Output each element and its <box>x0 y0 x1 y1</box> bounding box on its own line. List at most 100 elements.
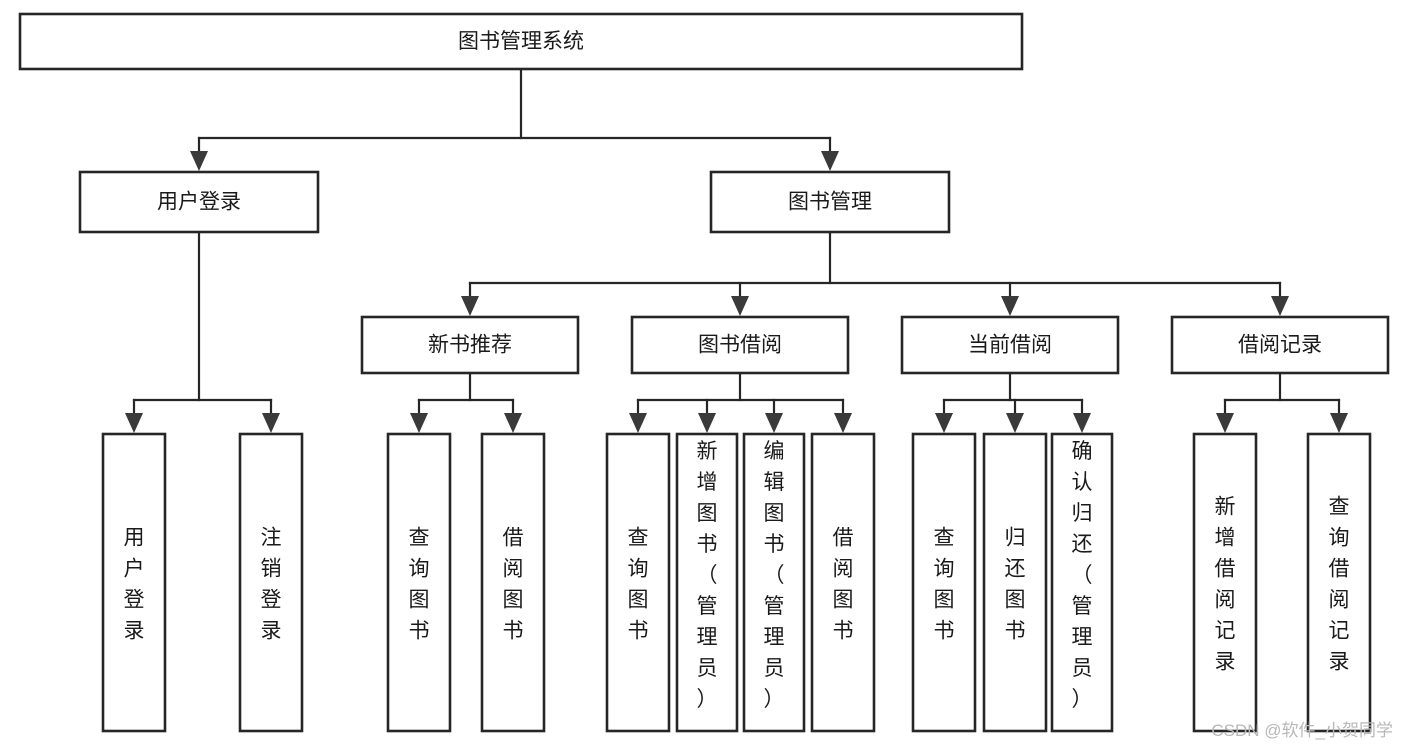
node-current[interactable]: 当前借阅 <box>900 315 1120 375</box>
node-label-char: 阅 <box>833 558 854 581</box>
node-box[interactable] <box>1050 432 1114 733</box>
arrow-head-icon <box>190 151 208 171</box>
node-box[interactable] <box>101 432 167 733</box>
node-box[interactable] <box>605 432 671 733</box>
node-label-char: 增 <box>1215 527 1236 550</box>
node-login[interactable]: 用户登录 <box>78 170 320 234</box>
node-box[interactable] <box>1192 432 1258 733</box>
node-label-char: 查 <box>934 527 955 550</box>
node-box[interactable] <box>18 12 1024 71</box>
node-label-char: 图 <box>697 502 718 525</box>
connector-group-login <box>125 230 280 433</box>
node-box[interactable] <box>982 432 1048 733</box>
node-label-char: 户 <box>124 558 145 581</box>
node-root[interactable]: 图书管理系统 <box>18 12 1024 71</box>
node-box[interactable] <box>630 315 850 375</box>
connector-layer <box>125 67 1348 433</box>
node-label-char: 书 <box>697 533 718 556</box>
node-label-char: （ <box>1072 564 1093 587</box>
node-label-char: ） <box>697 688 718 711</box>
node-label: 图书管理 <box>788 191 872 214</box>
node-label: 当前借阅 <box>968 334 1052 357</box>
arrow-head-icon <box>1073 413 1091 433</box>
node-label-char: 借 <box>833 527 854 550</box>
node-label-char: 理 <box>1072 626 1093 649</box>
node-box[interactable] <box>238 432 304 733</box>
node-bookmgmt[interactable]: 图书管理 <box>709 170 951 234</box>
node-label: 用户登录 <box>157 191 241 214</box>
node-label-char: 归 <box>1072 502 1093 525</box>
node-label-char: 记 <box>1329 620 1350 643</box>
node-label-char: 询 <box>409 558 430 581</box>
node-label-char: 书 <box>628 620 649 643</box>
node-label-char: 新 <box>1215 496 1236 519</box>
watermark: CSDN @软件_小贺同学 <box>1211 721 1393 740</box>
node-box[interactable] <box>810 432 876 733</box>
node-label-char: 录 <box>1215 651 1236 674</box>
node-label-char: 编 <box>764 440 785 463</box>
connector-group-borrow <box>629 371 852 433</box>
node-label-char: 用 <box>124 527 145 550</box>
node-box[interactable] <box>911 432 977 733</box>
node-box[interactable] <box>675 432 739 733</box>
node-label-char: 查 <box>1329 496 1350 519</box>
node-box[interactable] <box>742 432 806 733</box>
node-label-char: 辑 <box>764 471 785 494</box>
node-label-char: 管 <box>697 595 718 618</box>
connector-group-bookmgmt <box>461 230 1289 316</box>
node-label-char: 图 <box>764 502 785 525</box>
node-label-char: （ <box>697 564 718 587</box>
node-label-char: 书 <box>934 620 955 643</box>
node-label-char: 录 <box>124 620 145 643</box>
node-box[interactable] <box>360 315 580 375</box>
node-box[interactable] <box>78 170 320 234</box>
node-label-char: 阅 <box>503 558 524 581</box>
node-borrow[interactable]: 图书借阅 <box>630 315 850 375</box>
node-label-char: 还 <box>1072 533 1093 556</box>
connector-group-current <box>935 371 1091 433</box>
node-label-char: 管 <box>764 595 785 618</box>
node-label-char: 书 <box>833 620 854 643</box>
node-label-char: 记 <box>1215 620 1236 643</box>
node-box[interactable] <box>1306 432 1372 733</box>
node-box[interactable] <box>480 432 546 733</box>
node-records[interactable]: 借阅记录 <box>1170 315 1390 375</box>
node-box[interactable] <box>386 432 452 733</box>
node-label-char: 借 <box>1329 558 1350 581</box>
node-box[interactable] <box>1170 315 1390 375</box>
arrow-head-icon <box>461 296 479 316</box>
connector-group-root <box>190 67 839 171</box>
arrow-head-icon <box>410 413 428 433</box>
arrow-head-icon <box>125 413 143 433</box>
node-label-char: 注 <box>261 527 282 550</box>
arrow-head-icon <box>834 413 852 433</box>
node-box[interactable] <box>900 315 1120 375</box>
node-label: 借阅记录 <box>1238 334 1322 357</box>
arrow-head-icon <box>1330 413 1348 433</box>
node-label-char: 书 <box>764 533 785 556</box>
node-label: 图书借阅 <box>698 334 782 357</box>
arrow-head-icon <box>1216 413 1234 433</box>
arrow-head-icon <box>1001 296 1019 316</box>
node-leaf-1[interactable]: 用户登录 <box>101 432 167 733</box>
node-newbook[interactable]: 新书推荐 <box>360 315 580 375</box>
node-label-char: 询 <box>1329 527 1350 550</box>
node-box[interactable] <box>709 170 951 234</box>
arrow-head-icon <box>1006 413 1024 433</box>
arrow-head-icon <box>1271 296 1289 316</box>
node-label-char: 阅 <box>1329 589 1350 612</box>
node-label-char: 认 <box>1072 471 1093 494</box>
